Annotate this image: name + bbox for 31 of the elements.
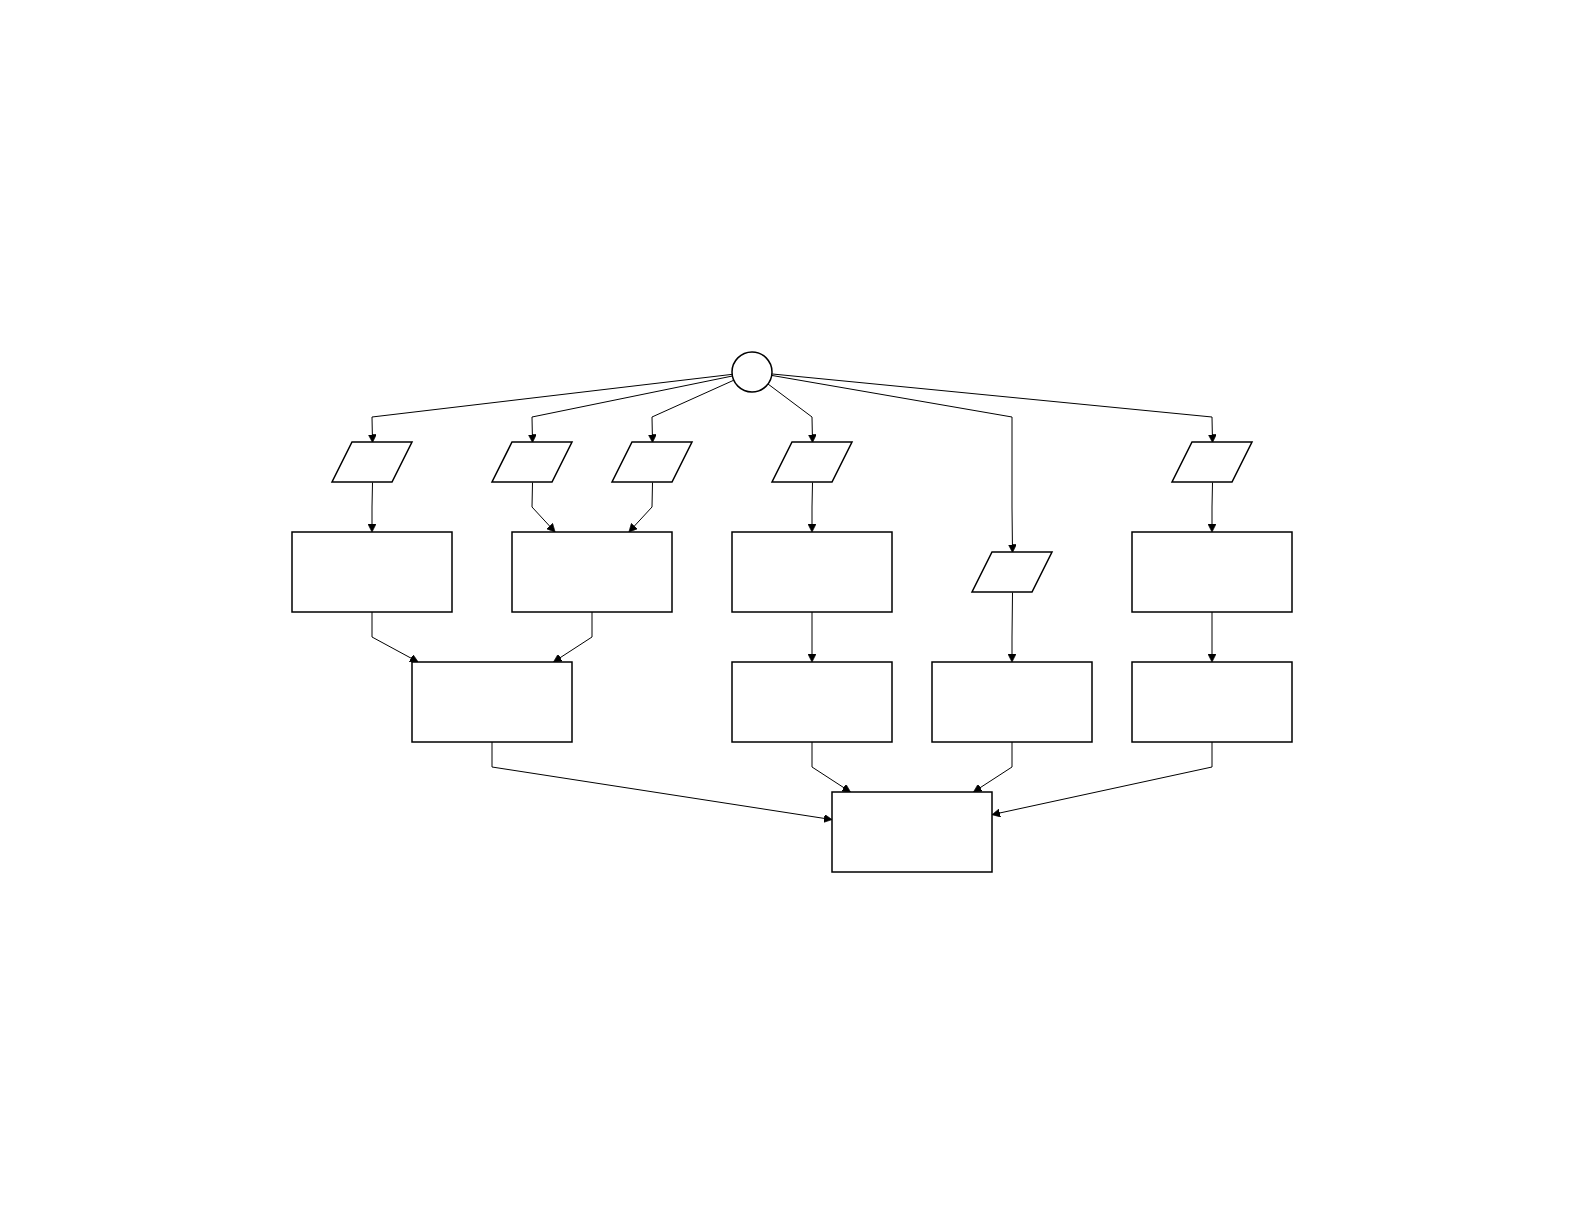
arrow (811, 741, 851, 793)
arrow (491, 741, 833, 823)
node-box (1131, 661, 1293, 743)
node-box (731, 531, 893, 613)
node-box (931, 661, 1093, 743)
node-parallelogram (330, 441, 414, 483)
arrow (371, 611, 419, 663)
arrow (367, 373, 733, 443)
node-box (291, 531, 453, 613)
arrow (553, 611, 593, 663)
node-box (411, 661, 573, 743)
node-box (511, 531, 673, 613)
node-parallelogram (970, 551, 1054, 593)
node-parallelogram (770, 441, 854, 483)
node-box (1131, 531, 1293, 613)
arrow (807, 611, 817, 663)
arrow (771, 373, 1217, 443)
node-parallelogram (610, 441, 694, 483)
node-circle (731, 351, 773, 393)
arrow (767, 383, 817, 443)
node-box (731, 661, 893, 743)
arrow (771, 374, 1017, 553)
arrow (647, 379, 735, 443)
arrow (628, 482, 653, 533)
node-box (831, 791, 993, 873)
node-parallelogram (490, 441, 574, 483)
arrow (1207, 611, 1217, 663)
arrow (527, 375, 733, 443)
node-parallelogram (1170, 441, 1254, 483)
arrow (531, 482, 556, 533)
arrow (973, 741, 1013, 793)
